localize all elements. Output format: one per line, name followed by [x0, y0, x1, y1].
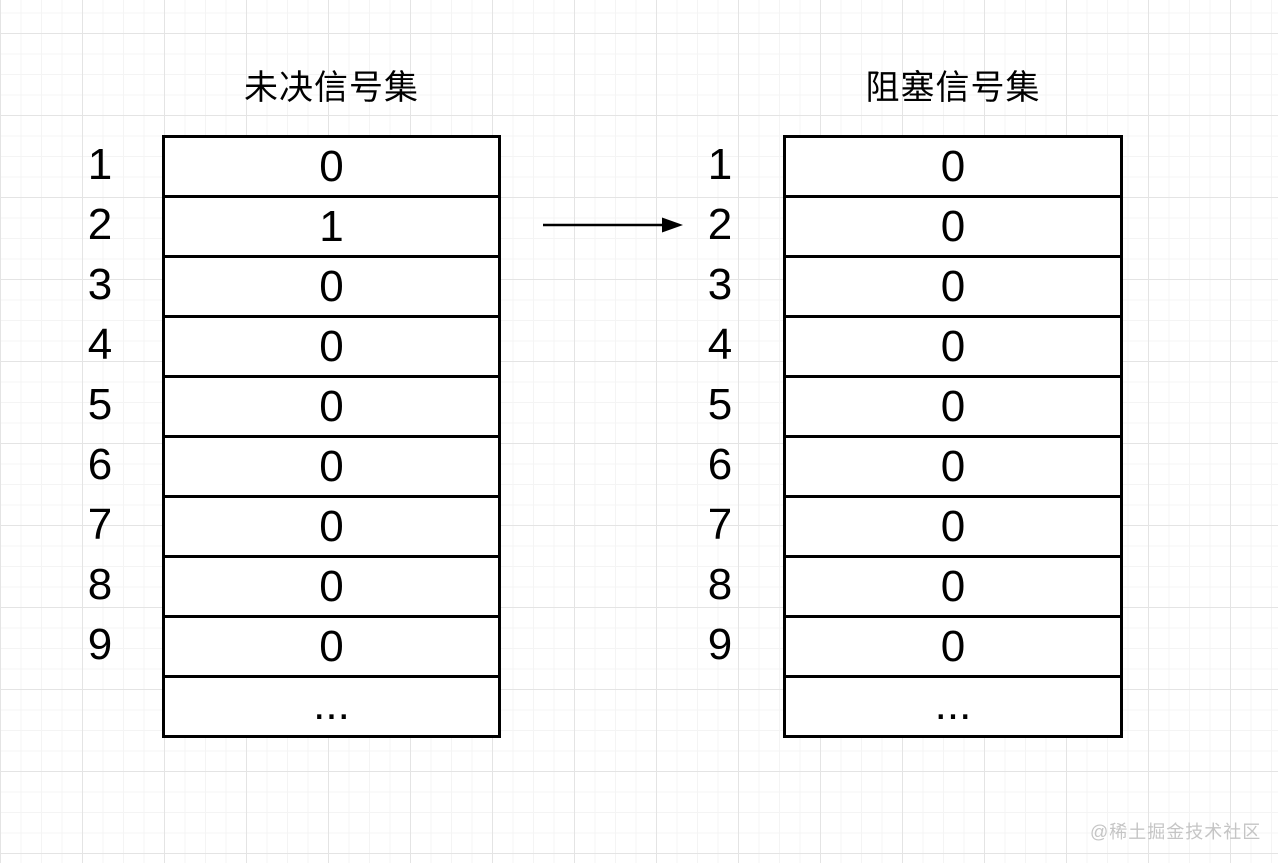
signal-cell: 0: [786, 198, 1120, 258]
row-label: 6: [87, 440, 113, 489]
signal-cell: 0: [786, 378, 1120, 438]
row-label: [70, 675, 130, 735]
signal-cell: 0: [165, 498, 498, 558]
row-label: 4: [707, 320, 733, 369]
signal-cell: 0: [165, 558, 498, 618]
blocked-set-row-labels: 1 2 3 4 5 6 7 8 9: [690, 135, 750, 735]
row-label: 7: [87, 500, 113, 549]
row-label: 7: [707, 500, 733, 549]
signal-cell: ...: [934, 680, 972, 729]
signal-cell: 0: [786, 498, 1120, 558]
row-label: 9: [707, 620, 733, 669]
signal-cell: ...: [313, 680, 350, 729]
pending-set-row-labels: 1 2 3 4 5 6 7 8 9: [70, 135, 130, 735]
row-label: 5: [707, 380, 733, 429]
row-label: 2: [707, 200, 733, 249]
row-label: 1: [707, 140, 733, 189]
signal-cell: 0: [786, 438, 1120, 498]
signal-cell: 0: [165, 318, 498, 378]
signal-cell: 0: [165, 138, 498, 198]
row-label: 3: [707, 260, 733, 309]
signal-cell: 0: [786, 618, 1120, 678]
row-label: 8: [87, 560, 113, 609]
watermark: @稀土掘金技术社区: [1090, 822, 1262, 842]
signal-cell: 0: [165, 438, 498, 498]
arrow-icon: [540, 210, 688, 240]
row-label: 2: [87, 200, 113, 249]
blocked-set-title: 阻塞信号集: [865, 69, 1041, 107]
signal-cell: 0: [786, 258, 1120, 318]
row-label: 9: [87, 620, 113, 669]
signal-cell: 1: [165, 198, 498, 258]
row-label: 5: [87, 380, 113, 429]
pending-set-title: 未决信号集: [244, 69, 419, 107]
signal-cell: 0: [165, 618, 498, 678]
signal-cell: 0: [786, 138, 1120, 198]
row-label: 3: [87, 260, 113, 309]
signal-cell: 0: [786, 558, 1120, 618]
signal-cell: 0: [786, 318, 1120, 378]
row-label: 1: [87, 140, 113, 189]
row-label: 4: [87, 320, 113, 369]
signal-cell: 0: [165, 378, 498, 438]
row-label: [690, 675, 750, 735]
row-label: 8: [707, 560, 733, 609]
row-label: 6: [707, 440, 733, 489]
signal-cell: 0: [165, 258, 498, 318]
